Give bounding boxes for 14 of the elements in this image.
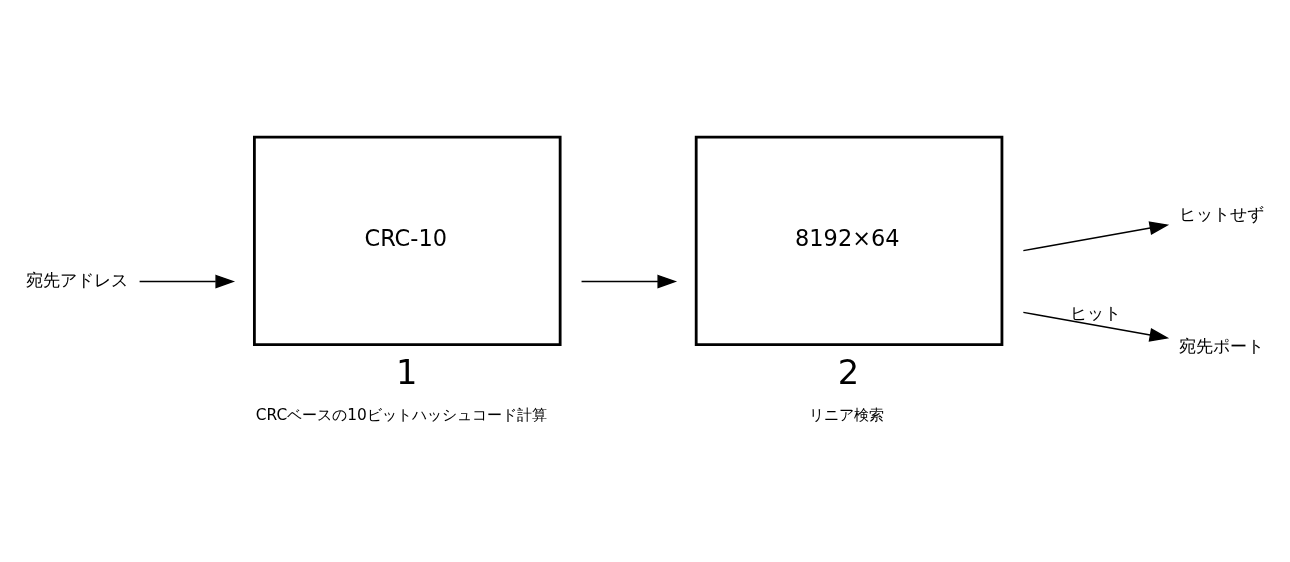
node-text: 宛先ポート [1178,335,1264,356]
arrow [580,274,678,288]
node-text: 宛先アドレス [25,269,128,290]
node-text: ヒットせず [1178,203,1264,224]
node-label: 2 [837,352,860,392]
node-label: 1 [396,352,418,392]
arrow [138,274,236,288]
arrow [1022,311,1170,342]
node-box: 8192×64 [694,135,1004,346]
arrow [1022,220,1170,251]
node-label: リニア検索 [809,405,885,424]
node-label: CRCベースの10ビットハッシュコード計算 [255,405,547,424]
edge-label: ヒット [1069,302,1121,323]
node-box: CRC-10 [253,135,562,346]
